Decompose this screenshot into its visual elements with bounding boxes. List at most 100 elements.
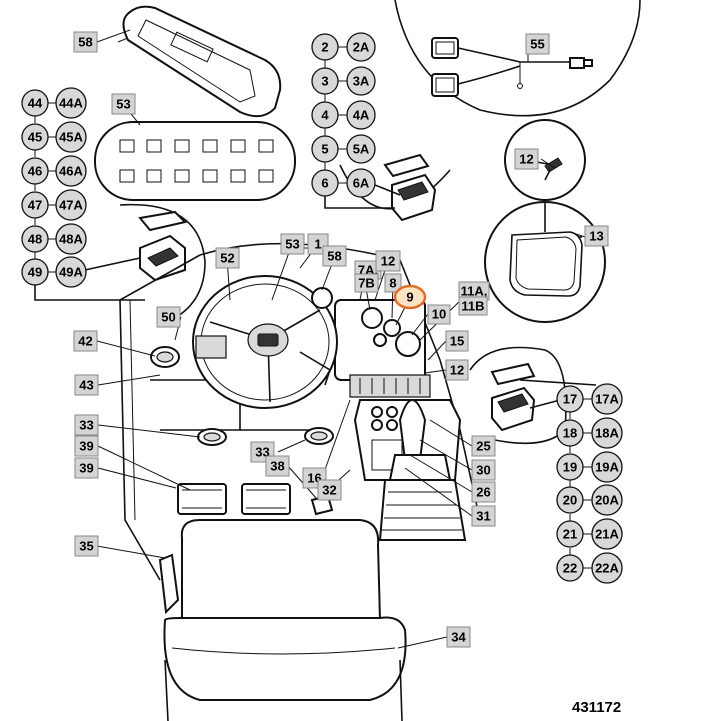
callout-48[interactable]: 48 (21, 225, 49, 253)
callout-25[interactable]: 25 (471, 435, 496, 457)
svg-text:1: 1 (314, 237, 321, 252)
svg-text:46A: 46A (59, 164, 83, 179)
callout-8[interactable]: 8 (384, 273, 402, 293)
callout-44[interactable]: 44 (21, 89, 49, 117)
svg-text:8: 8 (389, 276, 396, 291)
callout-column-44-49: 44 44A 45 45A 46 46A 47 47A 48 48A 49 49… (21, 87, 87, 288)
callout-42[interactable]: 42 (73, 330, 98, 352)
callout-44a[interactable]: 44A (55, 87, 87, 119)
gasket-detail (484, 200, 606, 323)
callout-58-top[interactable]: 58 (73, 31, 98, 53)
callout-22a[interactable]: 22A (591, 552, 623, 584)
callout-2a[interactable]: 2A (346, 32, 376, 62)
callout-39-lower[interactable]: 39 (74, 457, 99, 479)
switch-panel-53 (94, 121, 296, 201)
callout-11a[interactable]: 11A, (458, 281, 490, 301)
callout-5[interactable]: 5 (311, 135, 339, 163)
svg-text:19: 19 (563, 460, 577, 475)
svg-text:35: 35 (79, 539, 93, 554)
svg-text:6: 6 (321, 176, 328, 191)
svg-text:21: 21 (563, 527, 577, 542)
callout-15[interactable]: 15 (445, 330, 469, 352)
callout-3a[interactable]: 3A (346, 66, 376, 96)
callout-10[interactable]: 10 (427, 304, 451, 325)
callout-45[interactable]: 45 (21, 123, 49, 151)
svg-text:31: 31 (476, 509, 490, 524)
callout-43[interactable]: 43 (74, 374, 99, 396)
callout-33-left[interactable]: 33 (74, 414, 99, 436)
callout-31[interactable]: 31 (471, 505, 496, 527)
callout-2[interactable]: 2 (311, 33, 339, 61)
callout-22[interactable]: 22 (556, 554, 584, 582)
callout-39-upper[interactable]: 39 (74, 435, 99, 457)
svg-text:38: 38 (270, 459, 284, 474)
callout-19[interactable]: 19 (556, 453, 584, 481)
callout-17a[interactable]: 17A (591, 383, 623, 415)
callout-46[interactable]: 46 (21, 157, 49, 185)
callout-20a[interactable]: 20A (591, 484, 623, 516)
callout-26[interactable]: 26 (471, 481, 496, 503)
callout-6a[interactable]: 6A (346, 168, 376, 198)
callout-53-dash[interactable]: 53 (280, 233, 305, 255)
callout-32[interactable]: 32 (317, 479, 342, 501)
svg-text:4: 4 (321, 108, 329, 123)
svg-text:10: 10 (432, 307, 446, 322)
callout-35[interactable]: 35 (74, 535, 99, 557)
svg-text:3: 3 (321, 74, 328, 89)
svg-text:53: 53 (285, 237, 299, 252)
svg-text:5A: 5A (353, 142, 370, 157)
svg-text:53: 53 (116, 97, 130, 112)
callout-5a[interactable]: 5A (346, 134, 376, 164)
callout-13[interactable]: 13 (584, 225, 609, 247)
svg-text:44: 44 (28, 96, 43, 111)
callout-12-screw[interactable]: 12 (514, 148, 539, 170)
svg-text:55: 55 (530, 37, 544, 52)
callout-18a[interactable]: 18A (591, 417, 623, 449)
callout-49[interactable]: 49 (21, 258, 49, 286)
callout-7b[interactable]: 7B (354, 273, 379, 293)
callout-11b[interactable]: 11B (458, 296, 488, 316)
callout-47a[interactable]: 47A (55, 189, 87, 221)
callout-21a[interactable]: 21A (591, 518, 623, 550)
callout-53-panel[interactable]: 53 (111, 93, 136, 115)
callout-17[interactable]: 17 (556, 385, 584, 413)
callout-45a[interactable]: 45A (55, 121, 87, 153)
callout-12-dash[interactable]: 12 (375, 250, 401, 272)
callout-49a[interactable]: 49A (55, 256, 87, 288)
svg-text:18: 18 (563, 426, 577, 441)
callout-column-17-22: 17 17A 18 18A 19 19A 20 20A 21 21A 22 22… (556, 383, 623, 584)
svg-text:46: 46 (28, 164, 42, 179)
svg-text:20: 20 (563, 493, 577, 508)
callout-48a[interactable]: 48A (55, 223, 87, 255)
callout-18[interactable]: 18 (556, 419, 584, 447)
callout-4a[interactable]: 4A (346, 100, 376, 130)
svg-text:48A: 48A (59, 232, 83, 247)
callout-58-dash[interactable]: 58 (322, 245, 347, 267)
callout-46a[interactable]: 46A (55, 155, 87, 187)
svg-text:32: 32 (322, 483, 336, 498)
callout-21[interactable]: 21 (556, 520, 584, 548)
module-58 (117, 5, 282, 118)
svg-text:6A: 6A (353, 176, 370, 191)
callout-20[interactable]: 20 (556, 486, 584, 514)
callout-12-right[interactable]: 12 (445, 359, 469, 381)
svg-text:19A: 19A (595, 460, 619, 475)
svg-text:30: 30 (476, 463, 490, 478)
callout-47[interactable]: 47 (21, 191, 49, 219)
callout-52[interactable]: 52 (215, 247, 240, 269)
callout-55[interactable]: 55 (525, 33, 550, 55)
callout-3[interactable]: 3 (311, 67, 339, 95)
callout-6[interactable]: 6 (311, 169, 339, 197)
callout-50[interactable]: 50 (156, 306, 181, 328)
svg-text:12: 12 (450, 363, 464, 378)
callout-9-highlighted[interactable]: 9 (393, 284, 427, 310)
svg-text:49A: 49A (59, 265, 83, 280)
callout-38[interactable]: 38 (265, 455, 290, 477)
svg-text:21A: 21A (595, 527, 619, 542)
callout-34[interactable]: 34 (446, 626, 471, 648)
callout-4[interactable]: 4 (311, 101, 339, 129)
svg-text:33: 33 (79, 418, 93, 433)
callout-30[interactable]: 30 (471, 459, 496, 481)
callout-19a[interactable]: 19A (591, 451, 623, 483)
